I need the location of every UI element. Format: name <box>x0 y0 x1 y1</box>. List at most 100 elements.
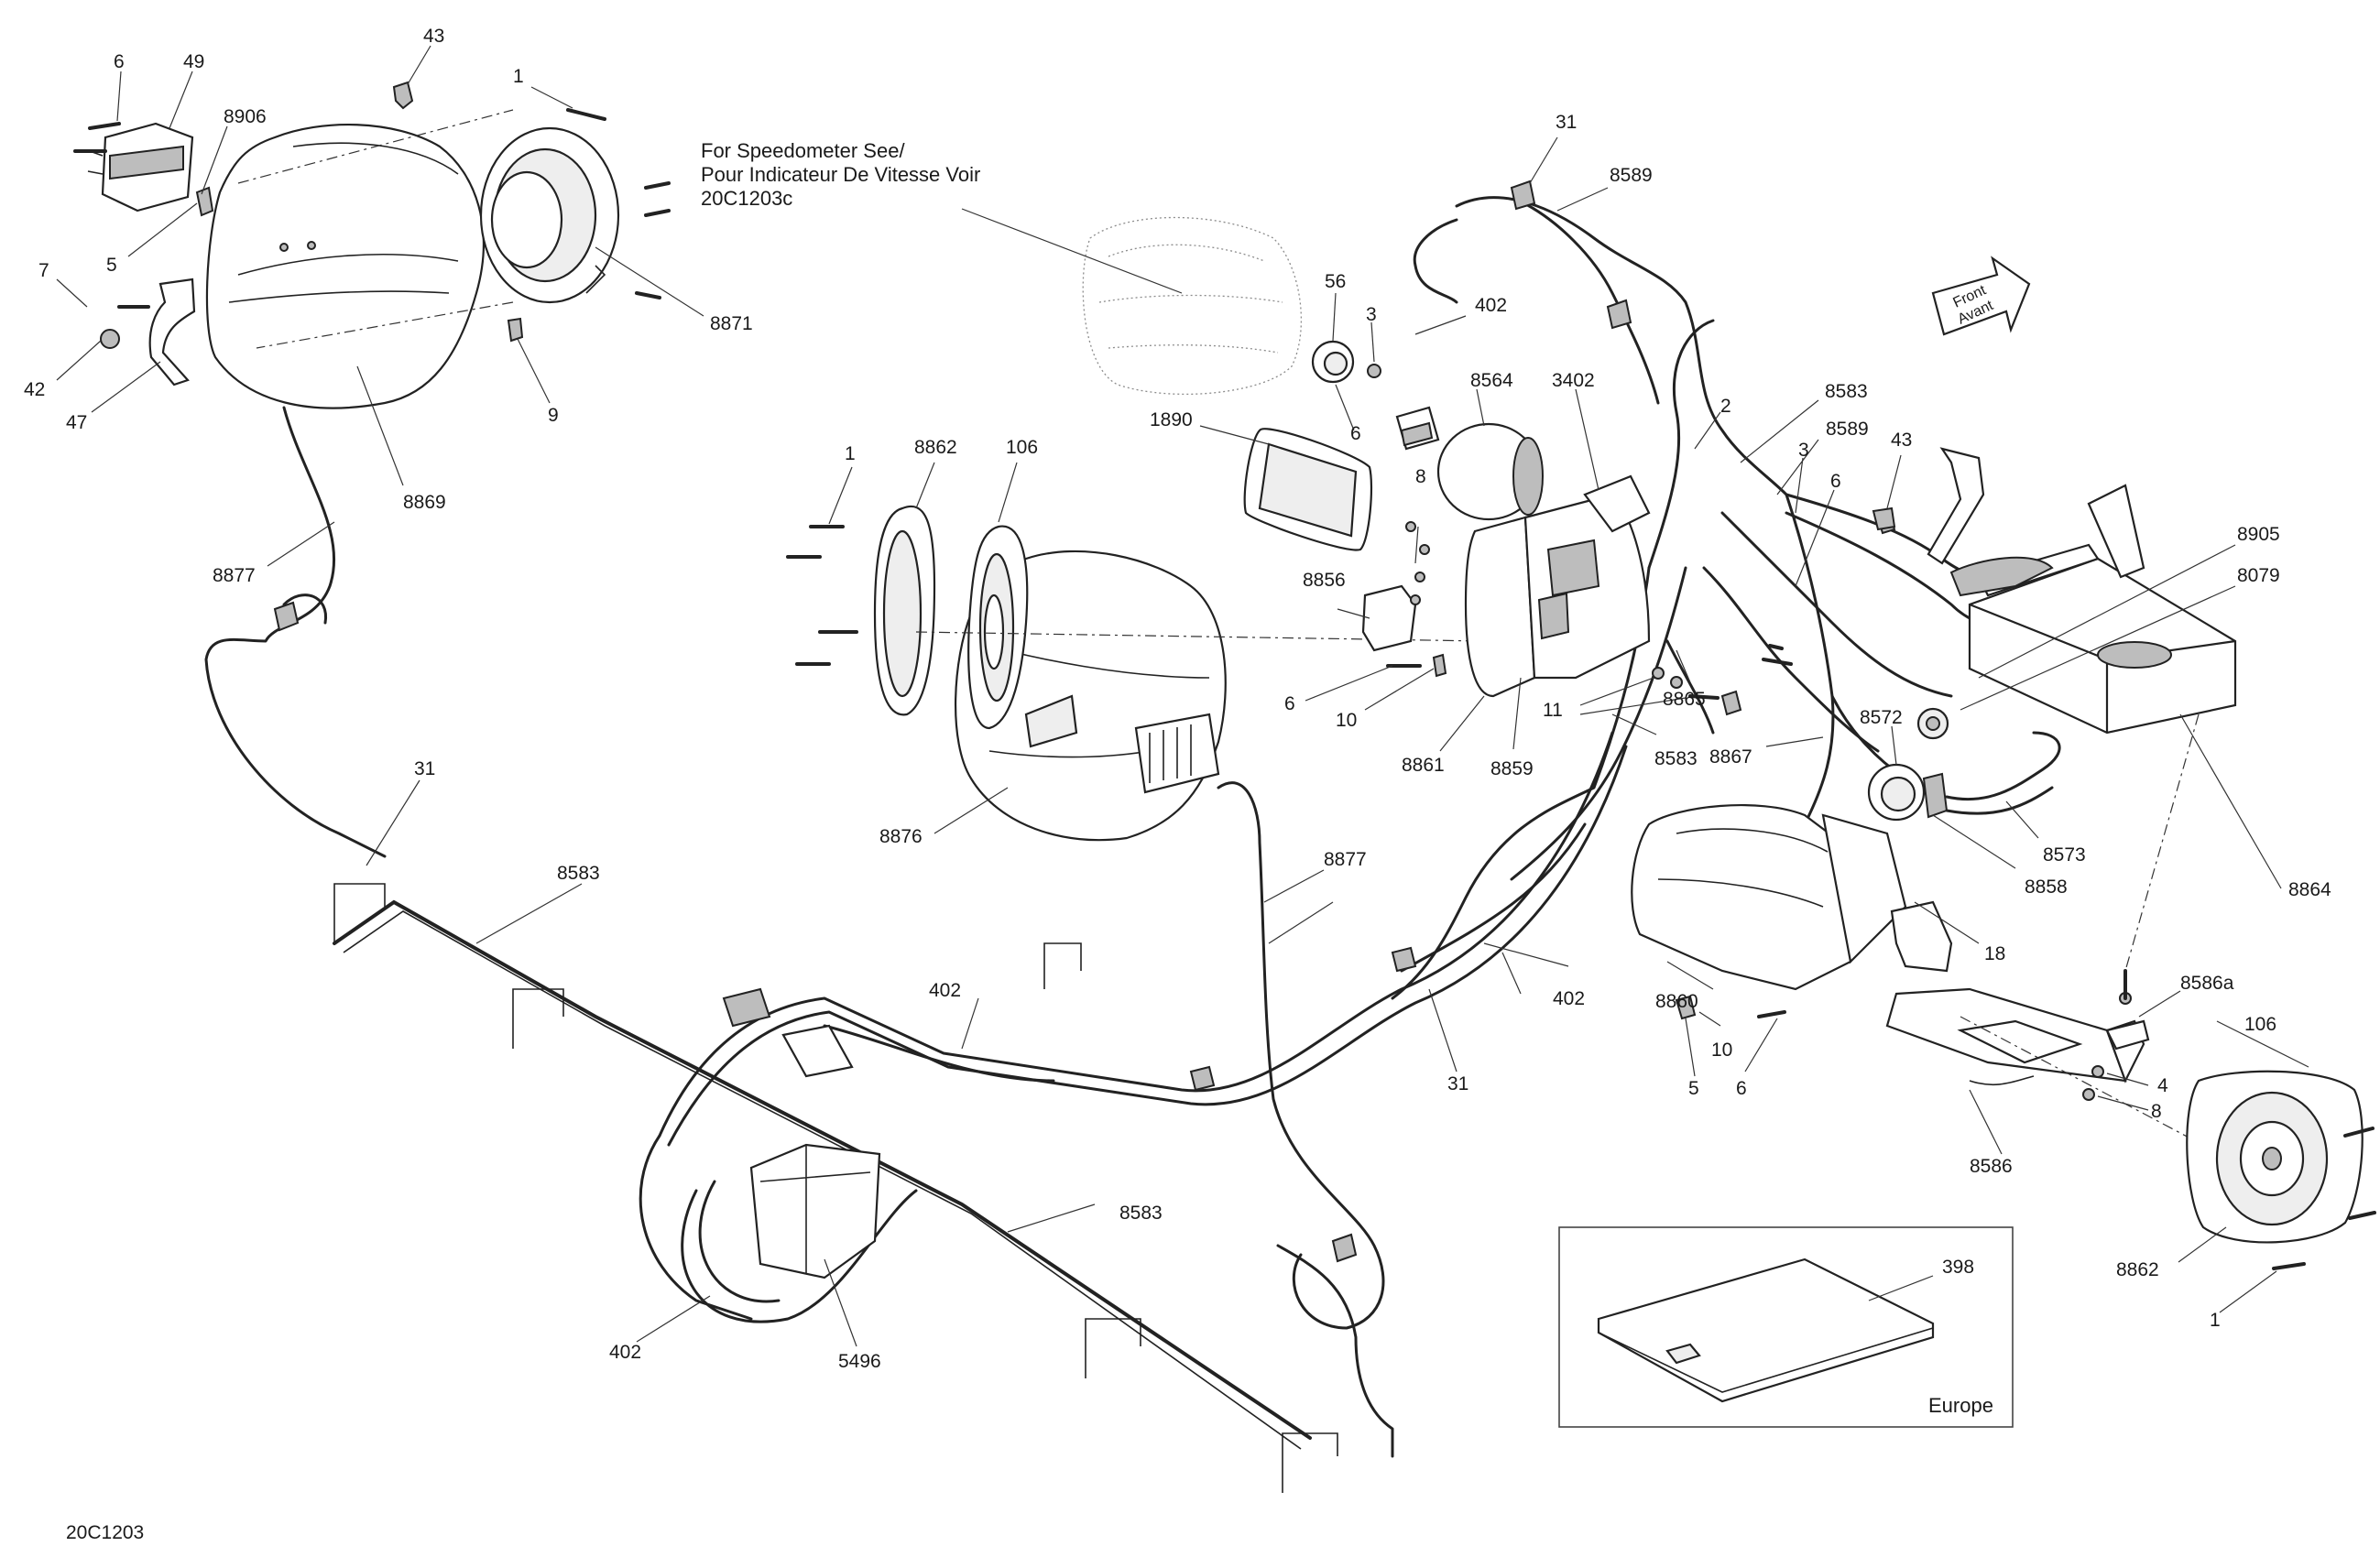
fasteners-front <box>1675 995 2104 1101</box>
callout-1: 1 <box>513 66 524 87</box>
callout-1c: 1 <box>2210 1310 2221 1331</box>
callout-8589: 8589 <box>1610 165 1653 186</box>
fasteners-center <box>786 525 858 666</box>
callout-8877b: 8877 <box>1324 849 1367 870</box>
note-line-3: 20C1203c <box>701 187 792 210</box>
figure-code: 20C1203 <box>66 1522 144 1543</box>
callout-18: 18 <box>1984 943 2005 964</box>
callout-43: 43 <box>423 26 444 47</box>
wiring-harness-402 <box>639 319 1715 1323</box>
callout-8862b: 8862 <box>2116 1259 2159 1280</box>
callout-10: 10 <box>1336 710 1357 731</box>
callout-8856: 8856 <box>1303 570 1346 591</box>
speaker-left-8871 <box>479 126 620 304</box>
callout-5496: 5496 <box>838 1351 881 1372</box>
callout-106b: 106 <box>2244 1014 2276 1035</box>
callout-6c: 6 <box>1830 471 1841 492</box>
callout-3: 3 <box>1366 304 1377 325</box>
callout-5b: 5 <box>1688 1078 1699 1099</box>
callout-8586: 8586 <box>1970 1156 2013 1177</box>
callout-8869: 8869 <box>403 492 446 513</box>
callout-10b: 10 <box>1711 1040 1732 1061</box>
callout-31: 31 <box>414 758 435 779</box>
note-line-1: For Speedometer See/ <box>701 139 905 162</box>
callout-1b: 1 <box>845 443 856 464</box>
callout-8861: 8861 <box>1402 755 1445 776</box>
callout-3b: 3 <box>1798 440 1809 461</box>
callout-6: 6 <box>114 51 125 72</box>
mount-bracket-8586 <box>1885 987 2145 1086</box>
callout-8586a: 8586a <box>2180 973 2234 994</box>
switch-housing-49 <box>87 122 194 212</box>
callout-8867: 8867 <box>1709 746 1752 768</box>
harness-connectors <box>273 180 1742 1263</box>
speaker-center-106 <box>967 525 1029 730</box>
fasteners-left <box>73 81 671 349</box>
callout-8564: 8564 <box>1470 370 1513 391</box>
callout-402: 402 <box>1475 295 1507 316</box>
note-line-2: Pour Indicateur De Vitesse Voir <box>701 163 980 186</box>
europe-inset: 398 Europe <box>1558 1226 2014 1428</box>
switch-8856 <box>1361 584 1417 652</box>
wiring-harness-8877 <box>204 406 1394 1458</box>
amplifier-8864 <box>1916 543 2237 740</box>
callout-8862: 8862 <box>914 437 957 458</box>
callout-8865: 8865 <box>1663 689 1706 710</box>
callout-8573: 8573 <box>2043 844 2086 866</box>
callout-9: 9 <box>548 405 559 426</box>
callout-6e: 6 <box>1736 1078 1747 1099</box>
front-direction-arrow: Front Avant <box>1931 256 2031 336</box>
callout-8572: 8572 <box>1860 707 1903 728</box>
callout-8583d: 8583 <box>1119 1203 1163 1224</box>
speaker-enclosure-front-8860 <box>1631 804 1907 991</box>
display-1890 <box>1243 428 1373 551</box>
bracket-8586a <box>2105 969 2150 1051</box>
speaker-enclosure-left <box>205 123 485 409</box>
console-panel-8861 <box>1464 474 1651 698</box>
speedometer-note: For Speedometer See/ Pour Indicateur De … <box>701 139 1183 294</box>
callout-1890: 1890 <box>1150 409 1193 430</box>
bracket-47 <box>148 278 196 387</box>
callout-42: 42 <box>24 379 45 400</box>
callout-8583b: 8583 <box>1825 381 1868 402</box>
callout-5: 5 <box>106 255 117 276</box>
inset-part-number: 398 <box>1942 1257 1974 1278</box>
module-5496 <box>722 987 881 1279</box>
callout-31b: 31 <box>1556 112 1577 133</box>
callout-11: 11 <box>1543 700 1563 721</box>
wiring-harness-8589 <box>1413 196 2054 753</box>
callout-106: 106 <box>1006 437 1038 458</box>
callout-2: 2 <box>1720 396 1731 417</box>
callout-3402: 3402 <box>1552 370 1595 391</box>
callout-8858: 8858 <box>2025 876 2068 898</box>
callout-8079: 8079 <box>2237 565 2280 586</box>
callout-8583: 8583 <box>557 863 600 884</box>
callout-8871: 8871 <box>710 313 753 334</box>
callout-8877: 8877 <box>213 565 256 586</box>
socket-56 <box>1311 340 1381 384</box>
leader-lines <box>56 45 2309 1347</box>
connector-plug <box>1395 406 1440 451</box>
callout-6d: 6 <box>1284 693 1295 714</box>
callout-402d: 402 <box>609 1342 641 1363</box>
callout-56: 56 <box>1325 271 1346 292</box>
clamp-pieces <box>1872 447 2145 579</box>
speaker-grille-center-8862 <box>873 505 936 716</box>
callout-8905: 8905 <box>2237 524 2280 545</box>
callout-8864: 8864 <box>2288 879 2331 900</box>
harness-8573 <box>1945 731 2061 815</box>
speaker-8572 <box>1867 763 1949 822</box>
callout-8b: 8 <box>2151 1101 2162 1122</box>
speaker-right-106 <box>2186 1070 2376 1270</box>
callout-labels: 6 49 43 1 8906 5 7 42 47 8871 9 8869 887… <box>24 26 2331 1372</box>
callout-43b: 43 <box>1891 430 1912 451</box>
callout-31c: 31 <box>1447 1073 1468 1094</box>
callout-6b: 6 <box>1350 423 1361 444</box>
callout-4: 4 <box>2157 1075 2168 1096</box>
wiring-harness-8583 <box>333 883 1338 1493</box>
bracket-18 <box>1890 900 1953 973</box>
callout-8906: 8906 <box>224 106 267 127</box>
callout-47: 47 <box>66 412 87 433</box>
callout-8583c: 8583 <box>1654 748 1698 769</box>
callout-7: 7 <box>38 260 49 281</box>
